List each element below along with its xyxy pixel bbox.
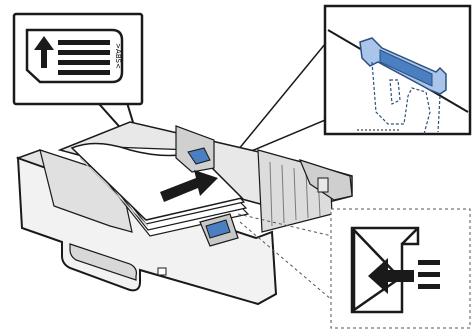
paper-tray: [18, 122, 352, 304]
detail-pointer: [230, 38, 330, 160]
guide-detail-callout: [230, 6, 470, 160]
paper-size-label: >ABS<: [114, 43, 122, 69]
tray-indicator-icon: [158, 268, 166, 275]
dial-lines-icon: [418, 260, 440, 289]
tray-latch: [318, 178, 328, 192]
